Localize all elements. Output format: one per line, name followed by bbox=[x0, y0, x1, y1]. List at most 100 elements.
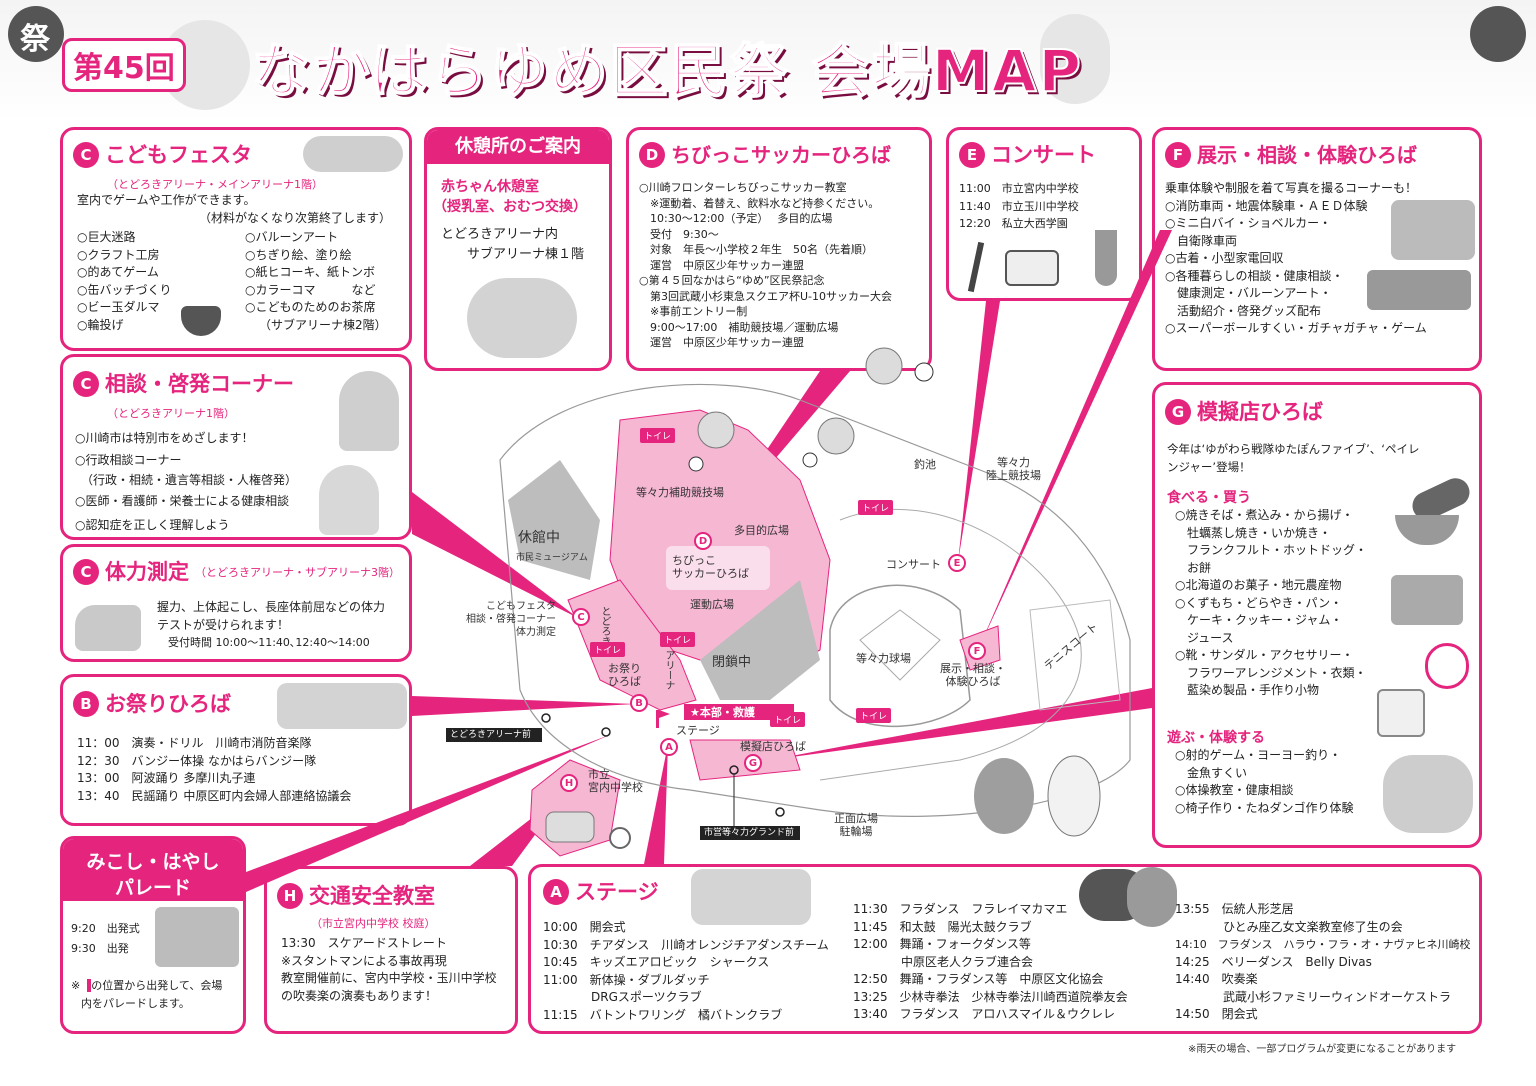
map-label-rikujo: 等々力 陸上競技場 bbox=[986, 456, 1041, 482]
list-item: ○輪投げ bbox=[77, 317, 124, 332]
footer-note: ※雨天の場合、一部プログラムが変更になることがあります bbox=[1188, 1044, 1457, 1055]
mogi-intro-2: ンジャー’登場！ bbox=[1167, 460, 1251, 474]
car-icon bbox=[545, 811, 595, 843]
badge-d: D bbox=[639, 142, 665, 168]
mogi-title: 模擬店ひろば bbox=[1197, 399, 1323, 424]
map-label-undo: 運動広場 bbox=[690, 598, 734, 611]
badge-a: A bbox=[543, 879, 569, 905]
parade-note-2: 内をパレードします。 bbox=[81, 997, 190, 1010]
consult-title: 相談・啓発コーナー bbox=[105, 371, 294, 396]
kids-list-left: ○巨大迷路 ○クラフト工房 ○的あてゲーム ○缶バッチづくり ○ビー玉ダルマ ○… bbox=[77, 229, 171, 334]
connector-mogi bbox=[770, 688, 1152, 760]
nurse-icon bbox=[319, 465, 379, 535]
fitness-sub: （とどろきアリーナ・サブアリーナ3階） bbox=[195, 565, 400, 579]
taiko-player-icon bbox=[1127, 867, 1177, 927]
parade-header bbox=[63, 839, 243, 901]
map-label-mogi: 模擬店ひろば bbox=[740, 740, 806, 753]
traffic-details: 13:30 スケアードストレート ※スタントマンによる事故再現 教室開催前に、宮… bbox=[281, 936, 497, 1003]
parade-schedule: 9:20 出発式 9:30 出発 bbox=[71, 922, 140, 955]
bus-stop-arena bbox=[446, 728, 542, 742]
baby-room-sub: （授乳室、おむつ交換） bbox=[433, 199, 587, 215]
list-item: ○カラーコマ など bbox=[245, 282, 376, 297]
header-band bbox=[0, 0, 1536, 122]
panel-mogi: G 模擬店ひろば 今年は‘ゆがわら戦隊ゆたぽんファイブ’、‘ペイレ ンジャー’登… bbox=[1152, 382, 1482, 848]
map-marker-g: G bbox=[744, 754, 762, 772]
concert-title: コンサート bbox=[991, 142, 1096, 167]
soccer-title: ちびっこサッカーひろば bbox=[671, 143, 891, 167]
consult-details: ○川崎市は特別市をめざします！ ○行政相談コーナー （行政・相続・遺言等相談・人… bbox=[75, 431, 298, 532]
map-label-chibikko: ちびっこ サッカーひろば bbox=[672, 554, 749, 580]
stage-schedule-1: 10:00 開会式 10:30 チアダンス 川崎オレンジチアダンスチーム 10:… bbox=[543, 920, 829, 1022]
excavator-icon bbox=[1367, 270, 1471, 310]
fitness-details: 握力、上体起こし、長座体前屈などの体力 テストが受けられます！ 受付時間 10:… bbox=[157, 600, 386, 649]
bicycle-icon bbox=[609, 827, 631, 849]
map-label-kyujo: 等々力球場 bbox=[856, 652, 911, 665]
connector-omatsuri bbox=[412, 696, 636, 716]
parade-title: みこし・はやし bbox=[86, 851, 220, 873]
start-flag-icon bbox=[87, 979, 91, 992]
balloon-animal-icon bbox=[303, 136, 403, 172]
tennis-court bbox=[1029, 599, 1121, 711]
frog-mascot-icon bbox=[974, 758, 1034, 834]
bus-pin-icon bbox=[775, 807, 785, 817]
map-marker-d: D bbox=[694, 532, 712, 550]
exhibit-title: 展示・相談・体験ひろば bbox=[1197, 143, 1417, 167]
stadium-infield bbox=[859, 609, 941, 681]
map-label-todoroki: とどろき bbox=[599, 606, 610, 646]
honbu-bar bbox=[684, 704, 794, 720]
list-item: ○缶バッチづくり bbox=[77, 282, 172, 297]
soccer-goalkeeper-icon bbox=[865, 347, 903, 385]
baby-room-label: 赤ちゃん休憩室 bbox=[441, 179, 539, 195]
eat-heading: 食べる・買う bbox=[1167, 490, 1251, 506]
fire-truck-icon bbox=[1391, 200, 1475, 260]
businessman-icon bbox=[339, 371, 399, 451]
tote-bag-icon bbox=[1377, 689, 1425, 737]
map-label-concert: コンサート bbox=[886, 558, 941, 571]
list-item: ○こどものためのお茶席 bbox=[245, 300, 376, 314]
start-flag-icon bbox=[656, 710, 659, 728]
map-label-kids: こどもフェスタ 相談・啓発コーナー 体力測定 bbox=[466, 601, 556, 638]
soccer-area bbox=[666, 546, 770, 590]
soccer-ball-icon bbox=[914, 362, 934, 382]
map-marker-c: C bbox=[572, 608, 590, 626]
mother-baby-icon bbox=[467, 278, 577, 358]
stage-schedule-3: 13:55 伝統人形芝居 ひとみ座乙女文楽教室修了生の会 14:10 フラダンス… bbox=[1175, 902, 1471, 1021]
map-label-honbu: ★本部・救護 bbox=[690, 706, 755, 719]
lantern-decoration bbox=[1040, 14, 1110, 104]
omatsuri-title: お祭りひろば bbox=[105, 691, 231, 716]
toilet-icon: トイレ bbox=[640, 428, 676, 443]
map-label-kyukan: 休館中 bbox=[518, 530, 560, 546]
badge-c: C bbox=[73, 371, 99, 397]
necklace-icon bbox=[1425, 643, 1469, 689]
sit-and-reach-icon bbox=[75, 605, 141, 651]
map-marker-e: E bbox=[948, 554, 966, 572]
toilet-icon: トイレ bbox=[858, 500, 894, 515]
badge-h: H bbox=[277, 883, 303, 909]
soccer-kid-icon bbox=[817, 417, 855, 455]
lantern-decoration-right bbox=[1470, 6, 1526, 62]
kids-sub: （とどろきアリーナ・メインアリーナ1階） bbox=[107, 178, 323, 191]
map-marker-h: H bbox=[560, 774, 578, 792]
map-label-arena: アリーナ bbox=[663, 650, 674, 690]
connector-kids bbox=[412, 492, 578, 618]
matsuri-char: 祭 bbox=[20, 22, 50, 57]
panel-traffic: H 交通安全教室 （市立宮内中学校 校庭） 13:30 スケアードストレート ※… bbox=[264, 866, 518, 1034]
play-list: ○射的ゲーム・ヨーヨー釣り・ 金魚すくい ○体操教室・健康相談 ○椅子作り・たね… bbox=[1175, 748, 1354, 815]
kids-intro: 室内でゲームや工作ができます。 bbox=[77, 193, 256, 207]
soccer-details: ○川崎フロンターレちびっこサッカー教室 ※運動着、着替え、飲料水など持参ください… bbox=[639, 181, 893, 349]
map-label-heisa: 閉鎖中 bbox=[712, 655, 752, 670]
rabbit-mascot-icon bbox=[1047, 755, 1101, 837]
kids-intro-note: （材料がなくなり次第終了します） bbox=[199, 211, 392, 225]
saxophone-icon bbox=[1095, 230, 1117, 286]
map-label-shomen: 正面広場 駐輪場 bbox=[834, 812, 878, 838]
bus-pin-icon bbox=[601, 727, 611, 737]
lantern-decoration-left bbox=[8, 6, 64, 62]
badge-e: E bbox=[959, 142, 985, 168]
parade-title-2: パレード bbox=[114, 877, 191, 899]
soccer-ball-icon bbox=[802, 452, 818, 468]
map-label-museum: 市民ミュージアム bbox=[516, 553, 588, 563]
toilet-icon: トイレ bbox=[660, 632, 696, 647]
connector-exhibit bbox=[978, 230, 1172, 650]
edition-label: 第45回 bbox=[62, 38, 186, 92]
museum-building bbox=[508, 460, 600, 580]
